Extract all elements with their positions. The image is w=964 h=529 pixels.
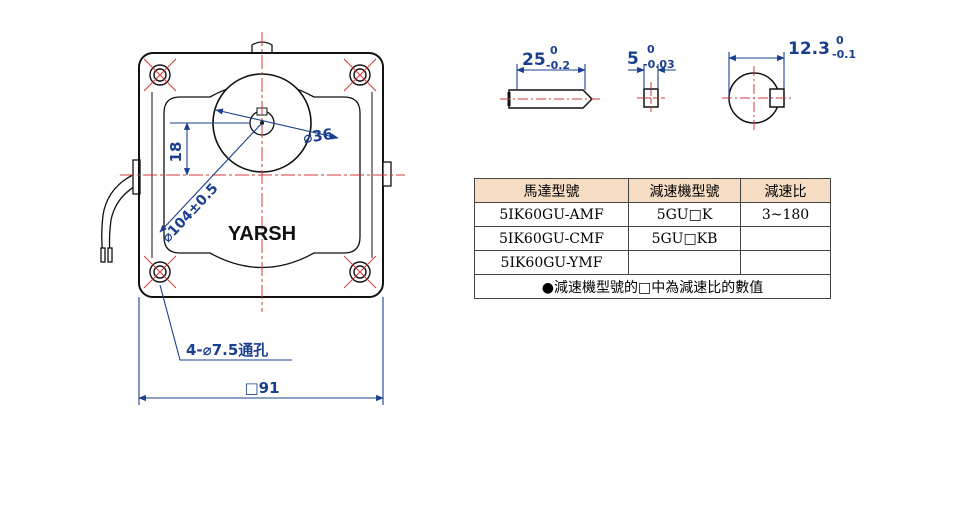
dim-shaft-length: 25 <box>522 50 546 70</box>
motor-cable <box>100 159 141 263</box>
cell-motor-model: 5IK60GU-CMF <box>474 226 629 251</box>
dimension-lines <box>138 108 384 405</box>
cell-motor-model: 5IK60GU-YMF <box>474 250 629 275</box>
header-ratio: 減速比 <box>740 178 831 203</box>
header-motor-model: 馬達型號 <box>474 178 629 203</box>
cell-gearbox-model <box>628 250 741 275</box>
motor-housing-contour <box>163 81 361 269</box>
header-gearbox-model: 減速機型號 <box>628 178 741 203</box>
cell-gearbox-model: 5GU□KB <box>628 226 741 251</box>
mounting-hole <box>349 261 371 283</box>
key-view: 5 0 -0.03 <box>627 43 676 114</box>
dim-key-width-lower: -0.03 <box>643 58 675 71</box>
dim-section-depth-lower: -0.1 <box>832 48 856 61</box>
dim-shaft-length-lower: -0.2 <box>546 59 570 72</box>
cell-ratio: 3~180 <box>740 202 831 227</box>
table-header-row: 馬達型號 減速機型號 減速比 <box>474 178 831 203</box>
shaft-side-view: 25 0 -0.2 <box>500 44 600 109</box>
dim-section-depth: 12.3 <box>788 39 830 59</box>
cell-ratio <box>740 226 831 251</box>
dim-shaft-diameter: ⌀36 <box>302 125 334 147</box>
dim-shaft-offset: 18 <box>167 142 185 163</box>
cell-ratio <box>740 250 831 275</box>
motor-front-view: YARSH ⌀36 18 ⌀104±0.5 4-⌀7.5通孔 □91 <box>100 32 405 405</box>
dim-key-width-upper: 0 <box>647 43 655 56</box>
dim-section-depth-upper: 0 <box>836 34 844 47</box>
center-lines <box>120 32 405 312</box>
dim-body-square: □91 <box>244 379 279 397</box>
cell-motor-model: 5IK60GU-AMF <box>474 202 629 227</box>
table-row: 5IK60GU-CMF 5GU□KB <box>474 226 831 251</box>
mounting-hole <box>149 64 171 86</box>
table-note: ●減速機型號的□中為減速比的數值 <box>474 274 831 299</box>
table-row: 5IK60GU-YMF <box>474 250 831 275</box>
dim-flange-diameter: ⌀104±0.5 <box>159 181 221 246</box>
model-spec-table: 馬達型號 減速機型號 減速比 5IK60GU-AMF 5GU□K 3~180 5… <box>474 178 831 299</box>
dim-mounting-holes: 4-⌀7.5通孔 <box>186 341 268 359</box>
brand-label: YARSH <box>228 223 296 245</box>
dim-shaft-length-upper: 0 <box>550 44 558 57</box>
mounting-hole <box>149 261 171 283</box>
shaft-section-view: 12.3 0 -0.1 <box>722 34 856 130</box>
table-row: 5IK60GU-AMF 5GU□K 3~180 <box>474 202 831 227</box>
mounting-hole <box>349 64 371 86</box>
cell-gearbox-model: 5GU□K <box>628 202 741 227</box>
table-note-row: ●減速機型號的□中為減速比的數值 <box>474 274 831 299</box>
dim-key-width: 5 <box>627 49 639 69</box>
mounting-holes <box>149 64 371 283</box>
